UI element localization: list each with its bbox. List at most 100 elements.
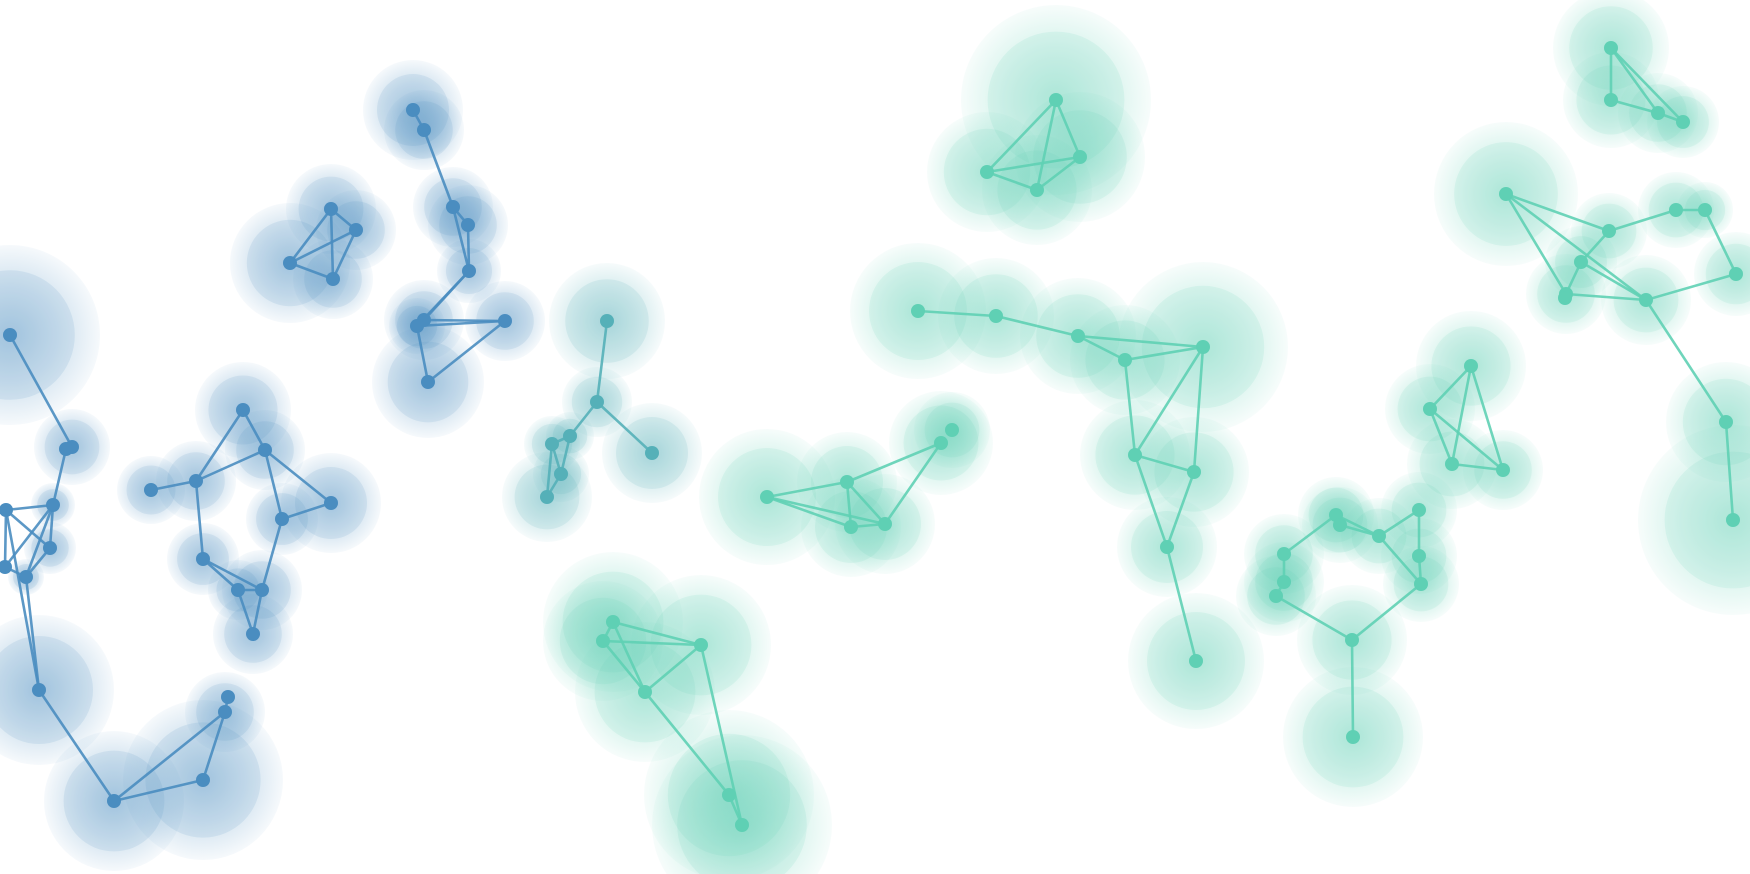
network-node	[1412, 503, 1426, 517]
network-node	[1604, 93, 1618, 107]
node-halo	[652, 735, 832, 874]
network-node	[144, 483, 158, 497]
network-node	[1345, 633, 1359, 647]
network-node	[236, 403, 250, 417]
network-node	[1049, 93, 1063, 107]
network-edge	[1076, 334, 1127, 362]
network-node	[989, 309, 1003, 323]
network-node	[1464, 359, 1478, 373]
network-node	[255, 583, 269, 597]
network-edge	[845, 441, 943, 484]
network-edge	[1644, 298, 1728, 424]
network-node	[283, 256, 297, 270]
network-node	[844, 520, 858, 534]
network-edge	[422, 128, 455, 209]
network-edge	[601, 639, 703, 647]
network-node	[46, 498, 60, 512]
network-node	[275, 512, 289, 526]
network-node	[1071, 329, 1085, 343]
network-node	[446, 200, 460, 214]
network-node	[540, 490, 554, 504]
network-node	[0, 560, 12, 574]
network-edge	[3, 508, 8, 569]
network-edge	[426, 319, 507, 384]
network-edge	[1450, 364, 1473, 466]
network-node	[735, 818, 749, 832]
network-edge	[1133, 345, 1205, 457]
network-edge	[48, 503, 55, 550]
network-edge	[201, 710, 227, 782]
network-edge	[4, 508, 41, 692]
network-node	[878, 517, 892, 531]
network-node	[410, 319, 424, 333]
network-edge	[241, 408, 267, 452]
network-edge	[3, 503, 55, 569]
network-edge	[260, 517, 284, 592]
node-halo-inner	[0, 270, 75, 400]
network-node	[498, 314, 512, 328]
network-node	[1676, 115, 1690, 129]
network-edge	[1054, 98, 1082, 159]
network-node	[1277, 575, 1291, 589]
network-edge	[112, 710, 227, 803]
node-halo-inner	[1664, 451, 1750, 589]
network-edge	[1564, 292, 1648, 302]
network-node	[1073, 150, 1087, 164]
network-node	[1423, 402, 1437, 416]
network-edge	[1609, 46, 1660, 115]
network-edge	[288, 228, 358, 265]
network-edge	[280, 501, 333, 521]
network-edge	[1076, 334, 1205, 349]
network-edge	[329, 207, 335, 281]
network-node	[32, 683, 46, 697]
node-halo	[0, 245, 100, 425]
network-node	[1604, 41, 1618, 55]
network-edge	[595, 319, 609, 404]
network-edge	[1504, 192, 1648, 302]
network-node	[1333, 518, 1347, 532]
network-edge	[4, 503, 55, 512]
node-halo-inner	[0, 636, 93, 744]
network-edge	[1607, 208, 1678, 233]
network-edge	[1133, 453, 1196, 474]
network-node	[606, 615, 620, 629]
network-node	[196, 552, 210, 566]
network-edge	[765, 495, 887, 526]
network-node	[0, 503, 13, 517]
network-edge	[415, 324, 430, 384]
network-node	[1445, 457, 1459, 471]
network-node	[1651, 106, 1665, 120]
network-edge	[1350, 582, 1423, 642]
network-edge	[201, 557, 240, 592]
network-node	[1639, 293, 1653, 307]
network-node	[1269, 589, 1283, 603]
node-halo-inner	[677, 760, 807, 874]
network-node	[645, 446, 659, 460]
network-edge	[1644, 272, 1738, 302]
network-edge	[1133, 453, 1169, 549]
network-edge	[1350, 638, 1355, 739]
network-edge	[1035, 155, 1082, 192]
network-edge	[1334, 513, 1381, 538]
network-node	[43, 541, 57, 555]
network-node	[324, 202, 338, 216]
network-node	[349, 223, 363, 237]
network-edge	[288, 207, 333, 265]
edge-layer	[3, 46, 1738, 827]
network-node	[1160, 540, 1174, 554]
network-node	[1414, 577, 1428, 591]
network-node	[107, 794, 121, 808]
network-node	[461, 218, 475, 232]
network-node	[840, 475, 854, 489]
network-edge	[545, 442, 554, 499]
network-edge	[1504, 192, 1611, 233]
network-edge	[845, 480, 853, 529]
network-edge	[236, 588, 255, 636]
network-edge	[24, 503, 55, 579]
network-edge	[4, 508, 52, 550]
network-edge	[765, 495, 853, 529]
network-edge	[1504, 192, 1568, 296]
network-edge	[112, 778, 205, 803]
